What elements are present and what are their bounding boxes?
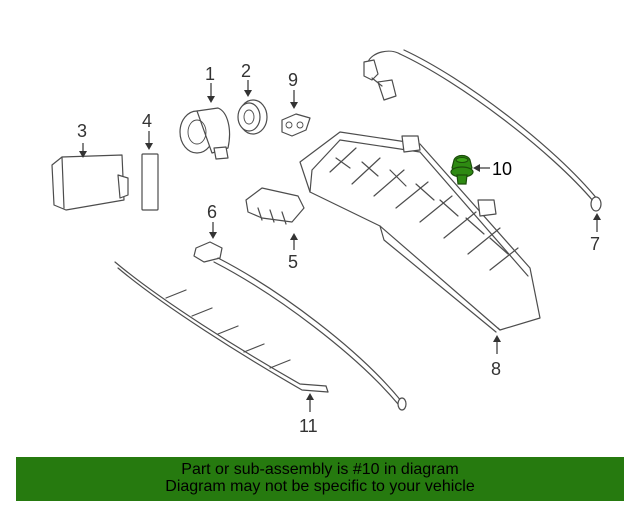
- arrow-3: [79, 151, 87, 158]
- arrow-11: [306, 393, 314, 400]
- part-11-harness[interactable]: [114, 261, 329, 393]
- callout-10: 10: [492, 159, 512, 179]
- callout-4: 4: [142, 111, 152, 131]
- part-5-bracket[interactable]: [245, 187, 305, 225]
- callout-11: 11: [299, 416, 318, 436]
- callout-9: 9: [288, 70, 298, 90]
- part-7-cable[interactable]: [363, 49, 602, 212]
- arrow-4: [145, 143, 153, 150]
- arrow-9: [290, 102, 298, 109]
- parts-diagram: 3 4 1 2 9 5: [51, 49, 602, 436]
- part-1-horn[interactable]: [179, 107, 231, 160]
- callout-3: 3: [77, 121, 87, 141]
- banner-line-1: Part or sub-assembly is #10 in diagram: [181, 461, 459, 478]
- arrow-1: [207, 96, 215, 103]
- callout-1: 1: [205, 64, 215, 84]
- part-8-carrier[interactable]: [299, 131, 541, 333]
- banner-line-2: Diagram may not be specific to your vehi…: [165, 478, 475, 495]
- callout-5: 5: [288, 252, 298, 272]
- arrow-7: [593, 213, 601, 220]
- callout-8: 8: [491, 359, 501, 379]
- callout-6: 6: [207, 202, 217, 222]
- arrow-2: [244, 90, 252, 97]
- arrow-8: [493, 335, 501, 342]
- callout-7: 7: [590, 234, 600, 254]
- arrow-5: [290, 233, 298, 240]
- info-banner: Part or sub-assembly is #10 in diagram D…: [16, 457, 624, 501]
- arrow-10: [473, 164, 480, 172]
- arrow-6: [209, 232, 217, 239]
- part-3-module[interactable]: [51, 154, 129, 211]
- callout-2: 2: [241, 61, 251, 81]
- part-4-strip[interactable]: [141, 153, 159, 211]
- part-2-grommet[interactable]: [237, 99, 268, 135]
- part-9-clip[interactable]: [281, 113, 311, 137]
- part-6-sensor[interactable]: [193, 241, 407, 411]
- part-10-clip-highlighted[interactable]: [450, 154, 474, 185]
